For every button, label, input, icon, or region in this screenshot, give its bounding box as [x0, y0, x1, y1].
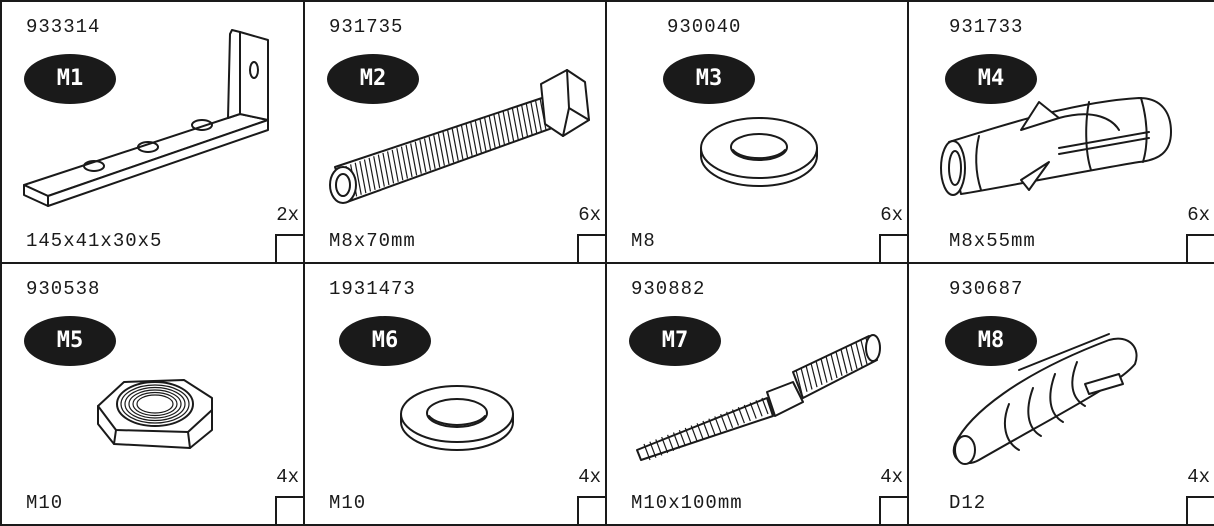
checkbox[interactable]	[577, 234, 605, 262]
part-cell-m5: 930538 M5 M10 4x	[0, 262, 305, 526]
part-id-badge: M8	[945, 316, 1037, 366]
washer-icon	[400, 385, 514, 451]
part-id-badge: M3	[663, 54, 755, 104]
part-cell-m6: 1931473 M6 M10 4x	[303, 262, 607, 526]
part-cell-m2: 931735 M2 M8x70mm 6x	[303, 0, 607, 264]
washer-icon	[700, 117, 818, 187]
part-quantity: 4x	[276, 466, 299, 488]
part-quantity: 6x	[578, 204, 601, 226]
part-code: 930538	[26, 278, 101, 300]
part-dimensions: M10	[26, 492, 64, 514]
hex-nut-icon	[97, 379, 213, 449]
part-dimensions: M10	[329, 492, 367, 514]
wall-plug-icon	[952, 333, 1138, 465]
part-cell-m3: 930040 M3 M8 6x	[605, 0, 909, 264]
part-quantity: 6x	[1187, 204, 1210, 226]
checkbox[interactable]	[879, 234, 907, 262]
part-code: 930882	[631, 278, 706, 300]
sleeve-anchor-icon	[940, 97, 1172, 196]
angle-bracket-icon	[23, 29, 269, 207]
part-code: 931733	[949, 16, 1024, 38]
part-dimensions: M8	[631, 230, 656, 252]
part-cell-m7: 930882 M7 M10x100mm 4x	[605, 262, 909, 526]
part-id-badge: M6	[339, 316, 431, 366]
part-dimensions: M8x55mm	[949, 230, 1036, 252]
part-id-badge: M4	[945, 54, 1037, 104]
part-dimensions: D12	[949, 492, 987, 514]
part-cell-m8: 930687 M8 D12 4x	[907, 262, 1214, 526]
checkbox[interactable]	[577, 496, 605, 524]
part-code: 930040	[667, 16, 742, 38]
checkbox[interactable]	[879, 496, 907, 524]
part-code: 1931473	[329, 278, 416, 300]
checkbox[interactable]	[1186, 234, 1214, 262]
part-id-badge: M7	[629, 316, 721, 366]
part-cell-m1: 933314 M1 145x41x30x5 2x	[0, 0, 305, 264]
part-code: 930687	[949, 278, 1024, 300]
part-dimensions: M8x70mm	[329, 230, 416, 252]
part-dimensions: 145x41x30x5	[26, 230, 163, 252]
part-quantity: 4x	[1187, 466, 1210, 488]
part-id-badge: M2	[327, 54, 419, 104]
part-quantity: 4x	[880, 466, 903, 488]
part-id-badge: M1	[24, 54, 116, 104]
part-cell-m4: 931733 M4 M8x55mm 6x	[907, 0, 1214, 264]
part-code: 931735	[329, 16, 404, 38]
checkbox[interactable]	[275, 234, 303, 262]
part-id-badge: M5	[24, 316, 116, 366]
part-code: 933314	[26, 16, 101, 38]
part-quantity: 6x	[880, 204, 903, 226]
part-quantity: 4x	[578, 466, 601, 488]
hanger-bolt-icon	[636, 334, 881, 461]
checkbox[interactable]	[275, 496, 303, 524]
part-dimensions: M10x100mm	[631, 492, 743, 514]
part-quantity: 2x	[276, 204, 299, 226]
checkbox[interactable]	[1186, 496, 1214, 524]
hex-bolt-icon	[329, 69, 590, 204]
